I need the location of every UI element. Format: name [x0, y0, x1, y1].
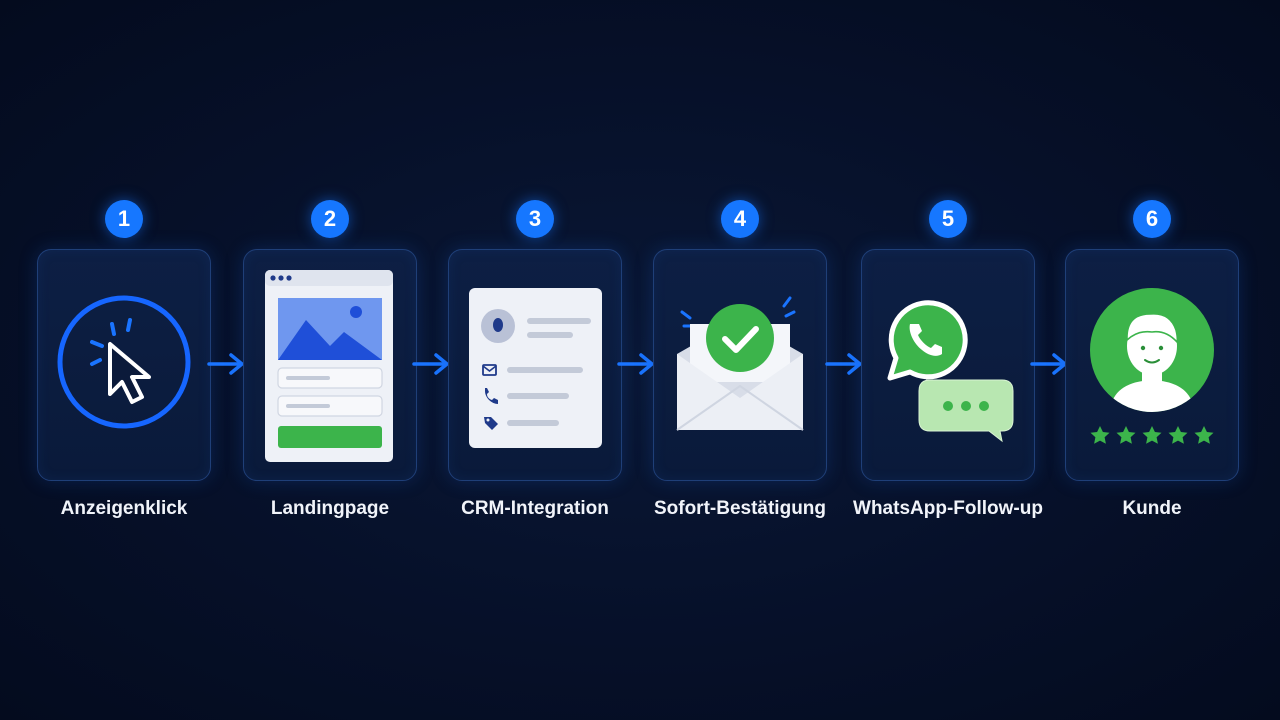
step-number-badge: 4 [721, 200, 759, 238]
step-4: 4 Sofort-Bestätigung [653, 200, 827, 530]
step-card [653, 249, 827, 481]
step-label: Anzeigenklick [60, 498, 188, 519]
step-number-badge: 5 [929, 200, 967, 238]
step-card [1065, 249, 1239, 481]
step-1: 1 Anzeigenklick [37, 200, 211, 530]
step-2: 2 Landingpage [243, 200, 417, 530]
step-label: WhatsApp-Follow-up [853, 498, 1043, 519]
envelope-check-icon [676, 296, 804, 431]
step-number-badge: 1 [105, 200, 143, 238]
arrow-right-icon [825, 353, 862, 375]
step-5: 5 WhatsApp-Follow-up [853, 200, 1043, 530]
arrow-right-icon [1030, 353, 1067, 375]
step-number-badge: 6 [1133, 200, 1171, 238]
step-number-badge: 3 [516, 200, 554, 238]
step-number-badge: 2 [311, 200, 349, 238]
step-6: 6 [1065, 200, 1239, 530]
step-card [243, 249, 417, 481]
crm-contact-card-icon [469, 288, 602, 448]
cursor-click-icon [57, 295, 191, 429]
step-card [861, 249, 1035, 481]
whatsapp-chat-icon [887, 300, 1014, 443]
step-3: 3 CRM-Integration [448, 200, 622, 530]
arrow-right-icon [412, 353, 449, 375]
customer-avatar-rating-icon [1090, 288, 1214, 444]
landing-page-icon [265, 270, 393, 462]
star-rating [1090, 426, 1214, 444]
step-label: Kunde [1122, 498, 1182, 519]
step-card [37, 249, 211, 481]
step-label: Landingpage [270, 498, 390, 519]
arrow-right-icon [617, 353, 654, 375]
step-label: CRM-Integration [461, 498, 609, 519]
arrow-right-icon [207, 353, 244, 375]
step-card [448, 249, 622, 481]
step-label: Sofort-Bestätigung [653, 498, 827, 519]
